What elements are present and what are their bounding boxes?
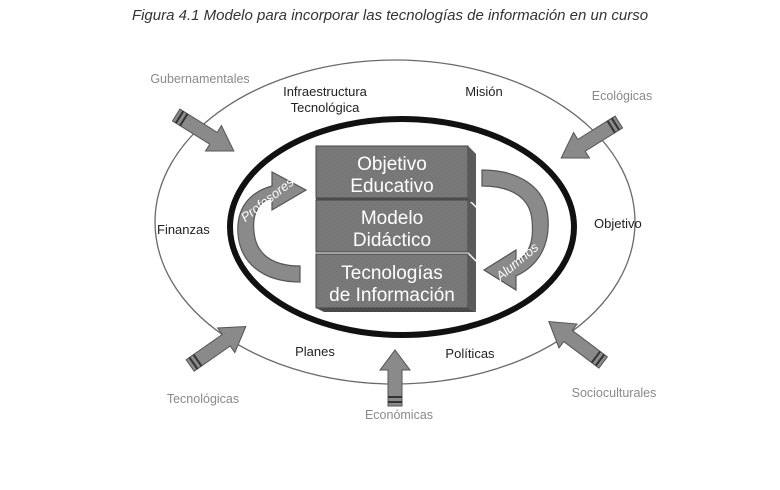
arrow-economicas-icon — [379, 349, 411, 407]
force-label-gubernamentales: Gubernamentales — [150, 72, 249, 86]
box-tecnologias-informacion: Tecnologías de Información — [315, 253, 476, 312]
force-label-socioculturales: Socioculturales — [572, 386, 657, 400]
label-politicas: Políticas — [445, 346, 495, 361]
label-infraestructura-1: Infraestructura — [283, 84, 368, 99]
arrow-tecnologicas-icon — [185, 325, 247, 372]
force-label-ecologicas: Ecológicas — [592, 89, 652, 103]
cycle-arrow-alumnos: Alumnos — [481, 169, 549, 292]
label-mision: Misión — [465, 84, 503, 99]
profesores-arrow-icon — [237, 171, 308, 283]
label-objetivo: Objetivo — [594, 216, 642, 231]
box-3-line-2: de Información — [329, 285, 455, 306]
force-label-economicas: Económicas — [365, 408, 433, 422]
box-1-line-2: Educativo — [350, 176, 433, 197]
arrow-gubernamentales-icon — [171, 108, 235, 152]
box-2-line-2: Didáctico — [353, 230, 431, 251]
arrow-socioculturales-icon — [548, 320, 609, 369]
figure-caption: Figura 4.1 Modelo para incorporar las te… — [132, 7, 648, 24]
label-planes: Planes — [295, 344, 335, 359]
label-infraestructura-2: Tecnológica — [291, 100, 360, 115]
box-modelo-didactico: Modelo Didáctico — [315, 199, 476, 260]
cycle-arrow-profesores: Profesores — [237, 171, 308, 283]
box-2-line-1: Modelo — [361, 208, 423, 229]
box-objetivo-educativo: Objetivo Educativo — [315, 145, 476, 206]
alumnos-arrow-icon — [481, 169, 549, 292]
box-1-line-1: Objetivo — [357, 154, 427, 175]
box-3-line-1: Tecnologías — [341, 263, 442, 284]
arrow-ecologicas-icon — [560, 115, 624, 159]
label-finanzas: Finanzas — [157, 222, 210, 237]
inner-ellipse — [227, 116, 577, 338]
force-label-tecnologicas: Tecnológicas — [167, 392, 239, 406]
center-stack: Objetivo Educativo Modelo Didáctico Tecn… — [315, 145, 476, 312]
